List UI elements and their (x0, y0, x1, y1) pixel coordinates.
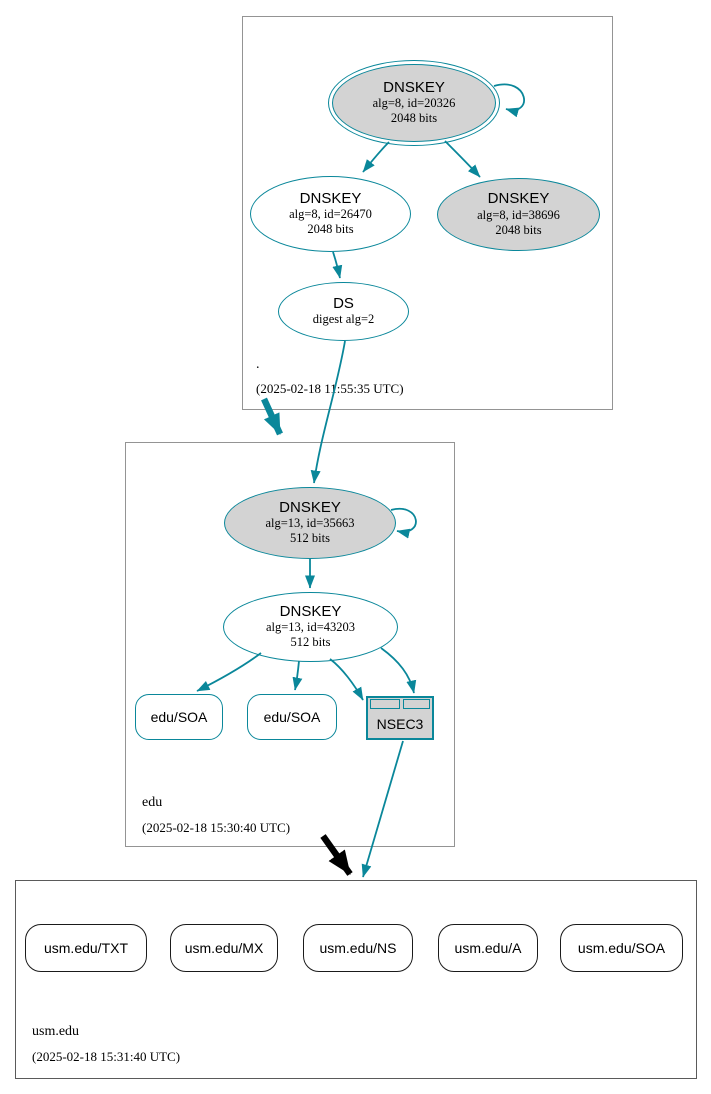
rrset-node-usm-edu-txt[interactable]: usm.edu/TXT (25, 924, 147, 972)
rrset-node-usm-edu-a[interactable]: usm.edu/A (438, 924, 538, 972)
rrset-node-usm-edu-soa[interactable]: usm.edu/SOA (560, 924, 683, 972)
zone-timestamp-edu: (2025-02-18 15:30:40 UTC) (142, 820, 291, 835)
rrset-label: usm.edu/A (454, 940, 522, 956)
rrset-label: usm.edu/TXT (43, 940, 129, 956)
ds-node-root[interactable]: DS digest alg=2 (278, 282, 409, 341)
node-detail: 2048 bits (495, 222, 542, 237)
node-title: DNSKEY (279, 602, 342, 620)
rrset-node-usm-edu-mx[interactable]: usm.edu/MX (170, 924, 278, 972)
node-title: DNSKEY (299, 189, 362, 207)
rrset-node-edu-soa-1[interactable]: edu/SOA (135, 694, 223, 740)
node-detail: 512 bits (290, 635, 331, 650)
nsec3-node-edu[interactable]: NSEC3 (366, 696, 434, 740)
dnskey-node-root-38696[interactable]: DNSKEY alg=8, id=38696 2048 bits (437, 178, 600, 251)
zone-box-root (242, 16, 613, 410)
node-detail: 512 bits (290, 531, 330, 546)
rrset-label: edu/SOA (150, 709, 208, 725)
rrset-label: usm.edu/NS (319, 940, 397, 956)
nsec3-cells (368, 698, 432, 709)
rrset-label: edu/SOA (263, 709, 321, 725)
node-detail: alg=8, id=38696 (477, 207, 560, 222)
dnskey-node-edu-ksk-35663[interactable]: DNSKEY alg=13, id=35663 512 bits (224, 487, 396, 559)
zone-timestamp-usm-edu: (2025-02-18 15:31:40 UTC) (32, 1049, 181, 1064)
node-title: DS (333, 294, 354, 312)
dnskey-node-root-ksk-inner: DNSKEY alg=8, id=20326 2048 bits (332, 64, 496, 142)
node-detail: digest alg=2 (312, 312, 375, 327)
zone-box-usm-edu (15, 880, 697, 1079)
node-detail: alg=8, id=26470 (289, 207, 372, 222)
zone-label-edu: edu (142, 795, 163, 810)
node-detail: 2048 bits (390, 111, 438, 126)
nsec3-label: NSEC3 (376, 715, 424, 732)
node-detail: 2048 bits (307, 222, 354, 237)
node-detail: alg=13, id=35663 (265, 516, 355, 531)
zone-label-usm-edu: usm.edu (32, 1024, 80, 1039)
node-title: DNSKEY (279, 498, 341, 516)
dnskey-node-root-zsk-26470[interactable]: DNSKEY alg=8, id=26470 2048 bits (250, 176, 411, 252)
zone-label-root: . (256, 357, 260, 372)
nsec3-cell (370, 699, 401, 709)
node-title: DNSKEY (487, 190, 550, 208)
node-detail: alg=13, id=43203 (265, 620, 356, 635)
zone-box-edu (125, 442, 455, 847)
node-title: DNSKEY (383, 78, 445, 96)
rrset-node-usm-edu-ns[interactable]: usm.edu/NS (303, 924, 413, 972)
rrset-node-edu-soa-2[interactable]: edu/SOA (247, 694, 337, 740)
dnskey-node-root-ksk-20326[interactable]: DNSKEY alg=8, id=20326 2048 bits (328, 60, 500, 146)
nsec3-cell (403, 699, 430, 709)
rrset-label: usm.edu/MX (184, 940, 264, 956)
zone-timestamp-root: (2025-02-18 11:55:35 UTC) (256, 381, 404, 396)
dnskey-node-edu-zsk-43203[interactable]: DNSKEY alg=13, id=43203 512 bits (223, 592, 398, 662)
rrset-label: usm.edu/SOA (577, 940, 666, 956)
node-detail: alg=8, id=20326 (372, 96, 456, 111)
